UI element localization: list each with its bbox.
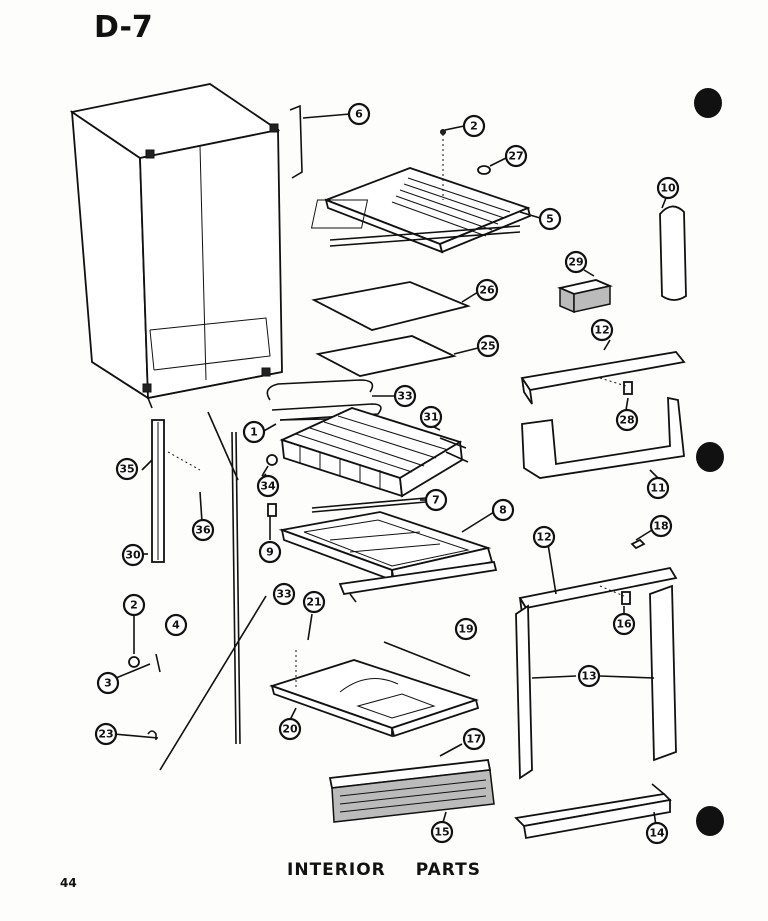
svg-text:7: 7 [432, 494, 440, 507]
svg-text:19: 19 [458, 623, 473, 636]
svg-text:23: 23 [98, 728, 113, 741]
svg-text:12: 12 [594, 324, 609, 337]
callout-2-lower: 2 [122, 593, 146, 617]
callout-7: 7 [424, 488, 448, 512]
top-cover-drawing [310, 167, 532, 254]
svg-text:3: 3 [104, 677, 112, 690]
svg-text:26: 26 [479, 284, 495, 297]
svg-text:21: 21 [306, 596, 321, 609]
callout-29: 30 [121, 543, 145, 567]
svg-text:8: 8 [499, 504, 507, 517]
callout-12-lower: 12 [532, 525, 556, 549]
svg-text:4: 4 [172, 619, 180, 632]
callout-25: 26 [475, 278, 499, 302]
kickplate-grille-drawing [328, 759, 495, 823]
svg-text:35: 35 [119, 463, 134, 476]
svg-text:15: 15 [434, 826, 449, 839]
caption-word-interior: INTERIOR [287, 860, 386, 880]
svg-text:12: 12 [536, 531, 551, 544]
callout-11: 11 [646, 476, 670, 500]
callout-33: 33 [272, 582, 296, 606]
callout-9: 9 [258, 540, 282, 564]
svg-text:10: 10 [660, 182, 676, 195]
callout-26: 27 [504, 144, 528, 168]
svg-text:27: 27 [508, 150, 523, 163]
svg-text:2: 2 [130, 599, 138, 612]
svg-text:29: 29 [568, 256, 583, 269]
page-caption: INTERIOR PARTS [0, 860, 768, 880]
callout-18: 18 [649, 514, 673, 538]
svg-text:20: 20 [282, 723, 298, 736]
callout-12-upper: 12 [590, 318, 614, 342]
callout-30: 31 [419, 405, 443, 429]
svg-text:28: 28 [619, 414, 634, 427]
callout-1: 1 [242, 420, 266, 444]
page-number: 44 [60, 876, 77, 890]
evaporator-drawing [279, 407, 469, 498]
svg-text:2: 2 [470, 120, 478, 133]
callout-23: 23 [94, 722, 118, 746]
svg-text:33: 33 [276, 588, 291, 601]
callout-5: 5 [538, 207, 562, 231]
callout-20: 20 [278, 717, 302, 741]
binder-hole-middle [696, 442, 724, 472]
caption-word-parts: PARTS [415, 860, 481, 880]
svg-text:36: 36 [195, 524, 211, 537]
callout-14: 14 [645, 821, 669, 845]
binder-hole-top [694, 88, 722, 118]
callout-8: 8 [491, 498, 515, 522]
shelf-drawing [269, 659, 480, 738]
svg-text:25: 25 [480, 340, 495, 353]
callout-27: 28 [615, 408, 639, 432]
callout-6-upper: 6 [347, 102, 371, 126]
svg-text:1: 1 [250, 426, 258, 439]
callout-19: 19 [454, 617, 478, 641]
callout-31: 33 [393, 384, 417, 408]
callout-35: 35 [115, 457, 139, 481]
section-code: D-7 [94, 10, 153, 45]
callout-17: 17 [462, 727, 486, 751]
callout-28: 29 [564, 250, 588, 274]
svg-text:16: 16 [616, 618, 632, 631]
svg-text:9: 9 [266, 546, 274, 559]
insulation-lower-drawing [315, 335, 457, 377]
callout-4: 4 [164, 613, 188, 637]
svg-text:17: 17 [466, 733, 481, 746]
svg-text:33: 33 [397, 390, 412, 403]
callout-16: 15 [430, 820, 454, 844]
binder-hole-bottom [696, 806, 724, 836]
callout-15: 16 [612, 612, 636, 636]
svg-text:18: 18 [653, 520, 668, 533]
svg-text:30: 30 [125, 549, 141, 562]
svg-text:13: 13 [581, 670, 596, 683]
drawer-frame-drawing [278, 511, 498, 603]
svg-text:11: 11 [650, 482, 665, 495]
callout-13: 13 [577, 664, 601, 688]
svg-text:5: 5 [546, 213, 554, 226]
svg-text:6: 6 [355, 108, 363, 121]
cabinet-liner-drawing [69, 83, 283, 409]
callout-24: 25 [476, 334, 500, 358]
callout-36: 36 [191, 518, 215, 542]
svg-text:14: 14 [649, 827, 665, 840]
callout-10: 10 [656, 176, 680, 200]
callout-2-upper: 2 [462, 114, 486, 138]
svg-text:31: 31 [423, 411, 438, 424]
callout-34: 34 [256, 474, 280, 498]
svg-text:34: 34 [260, 480, 276, 493]
callout-21: 21 [302, 590, 326, 614]
callout-3: 3 [96, 671, 120, 695]
insulation-upper-drawing [311, 281, 471, 331]
